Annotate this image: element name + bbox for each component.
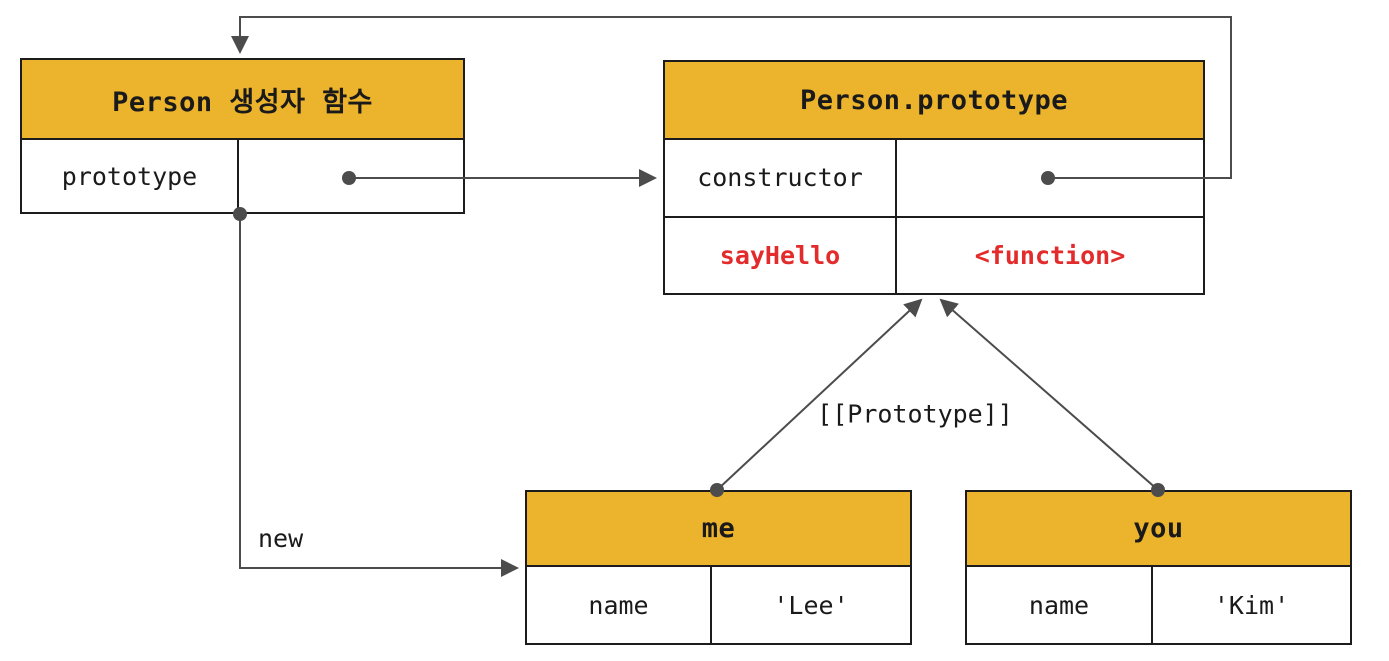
label-prototype-internal-slot: [[Prototype]] (817, 399, 1013, 429)
box-person-constructor-header: Person 생성자 함수 (22, 60, 463, 140)
cell-you-name-value: 'Kim' (1213, 590, 1290, 620)
cell-me-name-value: 'Lee' (773, 590, 849, 620)
cell-me-name-key: name (527, 567, 712, 643)
arrow-you-prototype-link (939, 298, 1165, 497)
cell-sayhello-value: <function> (974, 240, 1126, 270)
cell-prototype-key: prototype (22, 140, 239, 212)
box-person-constructor-row-prototype: prototype (22, 140, 463, 212)
box-me: me name 'Lee' (525, 490, 912, 645)
arrow-new-to-me (233, 207, 519, 577)
cell-you-name-key: name (967, 567, 1153, 643)
box-person-prototype-row-constructor: constructor (665, 140, 1203, 216)
box-person-prototype: Person.prototype constructor sayHello <f… (663, 60, 1205, 295)
cell-prototype-value (239, 140, 463, 212)
box-you-header: you (967, 492, 1350, 567)
box-you: you name 'Kim' (965, 490, 1352, 645)
box-person-prototype-row-sayhello: sayHello <function> (665, 215, 1203, 293)
box-me-header: me (527, 492, 910, 567)
cell-constructor-value (897, 140, 1203, 216)
box-person-constructor: Person 생성자 함수 prototype (20, 58, 465, 214)
box-person-prototype-header: Person.prototype (665, 62, 1203, 140)
cell-constructor-key: constructor (665, 140, 897, 216)
box-you-row-name: name 'Kim' (967, 567, 1350, 643)
box-me-row-name: name 'Lee' (527, 567, 910, 643)
arrow-me-prototype-link (710, 298, 923, 497)
cell-sayhello-key: sayHello (665, 217, 897, 293)
label-new-keyword: new (258, 524, 304, 553)
